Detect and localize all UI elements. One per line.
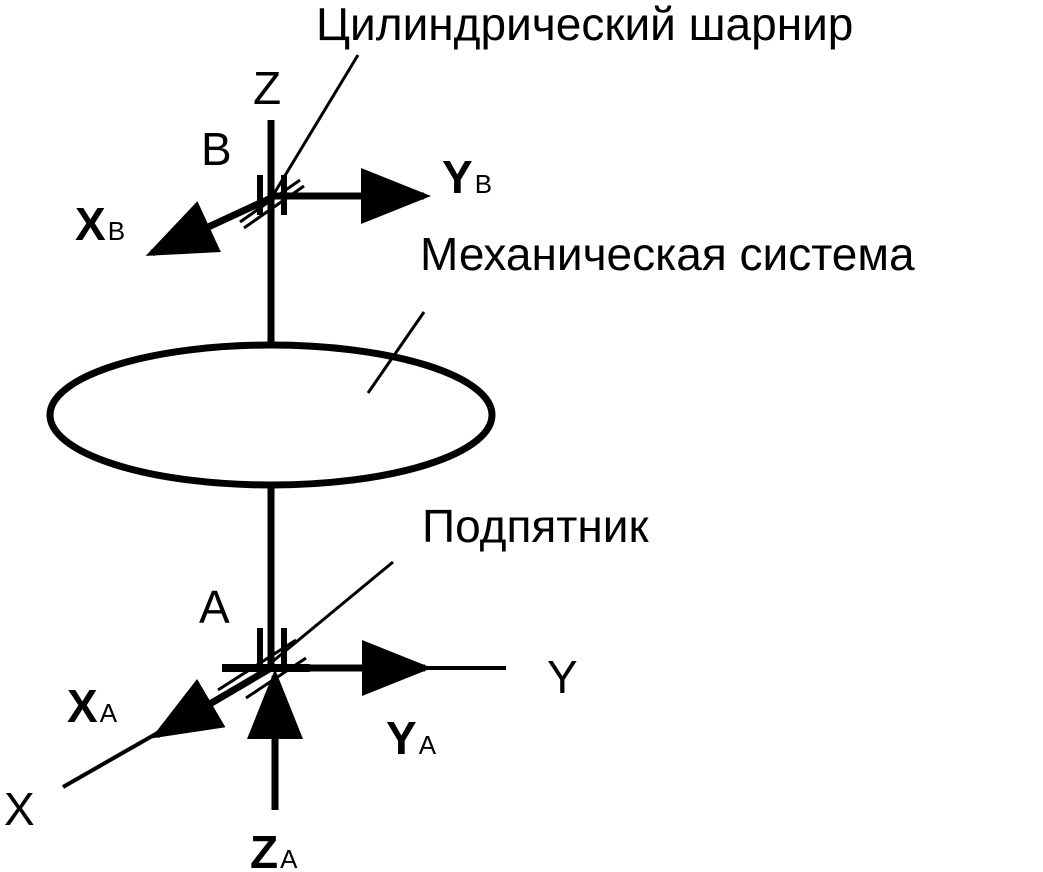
y-axis-label: Y bbox=[547, 651, 578, 703]
thrust-bearing-leader-line bbox=[271, 560, 394, 664]
mechanical-system-ellipse bbox=[46, 341, 496, 489]
ya-reaction-label: YA bbox=[386, 712, 437, 764]
hinge-leader-line bbox=[270, 54, 360, 198]
xb-reaction-label: XB bbox=[75, 198, 125, 250]
xb-arrow bbox=[145, 194, 273, 257]
xa-reaction-label: XA bbox=[67, 680, 118, 732]
system-leader-line bbox=[366, 311, 426, 394]
point-b-label: B bbox=[201, 123, 232, 175]
z-axis-label: Z bbox=[253, 62, 281, 114]
xa-arrow bbox=[150, 664, 273, 739]
system-label: Механическая система bbox=[420, 228, 915, 280]
yb-reaction-label: YB bbox=[442, 151, 492, 203]
thrust-bearing-label: Подпятник bbox=[422, 500, 649, 552]
za-reaction-label: ZA bbox=[250, 826, 298, 872]
point-a-label: A bbox=[199, 581, 230, 633]
x-axis-label: X bbox=[4, 783, 35, 835]
hinge-label: Цилиндрический шарнир bbox=[316, 0, 853, 50]
